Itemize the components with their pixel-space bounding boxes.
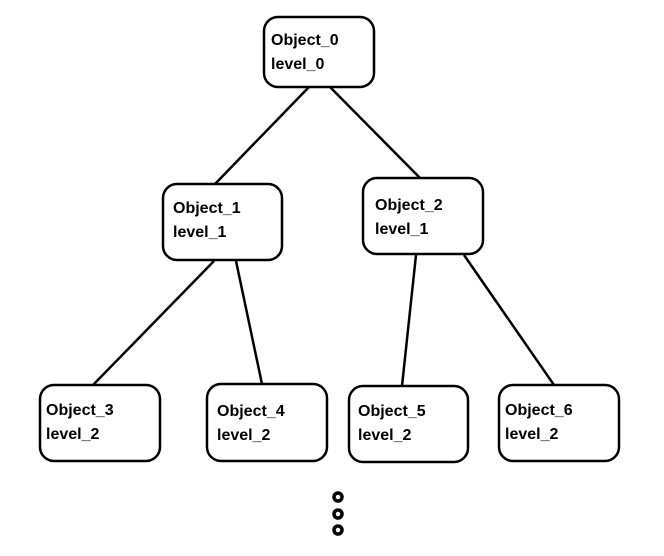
- edge-object-2-to-object-6: [462, 254, 556, 386]
- node-box: [38, 383, 162, 463]
- node-box: [361, 176, 485, 256]
- edge-object-1-to-object-4: [234, 260, 264, 385]
- tree-node-object-2: Object_2 level_1: [361, 176, 485, 256]
- node-level: level_1: [375, 221, 428, 238]
- tree-node-object-6: Object_6 level_2: [497, 383, 621, 463]
- node-name: Object_3: [46, 402, 114, 419]
- node-name: Object_0: [271, 32, 339, 49]
- tree-node-object-1: Object_1 level_1: [161, 182, 284, 262]
- node-level: level_1: [173, 224, 226, 241]
- tree-node-object-5: Object_5 level_2: [347, 384, 470, 464]
- node-level: level_2: [217, 427, 270, 444]
- node-level: level_2: [505, 426, 558, 443]
- node-name: Object_5: [358, 403, 426, 420]
- ellipsis-dot: [332, 491, 344, 503]
- node-name: Object_6: [505, 402, 573, 419]
- node-box: [347, 384, 470, 464]
- tree-node-object-0: Object_0 level_0: [262, 15, 376, 89]
- node-level: level_2: [46, 426, 99, 443]
- node-level: level_2: [358, 427, 411, 444]
- ellipsis-dot: [332, 508, 344, 520]
- node-name: Object_2: [375, 197, 443, 214]
- node-box: [161, 182, 284, 262]
- tree-node-object-3: Object_3 level_2: [38, 383, 162, 463]
- ellipsis-dot: [332, 524, 344, 536]
- edge-object-1-to-object-3: [92, 260, 215, 386]
- node-box: [262, 15, 376, 89]
- edge-object-2-to-object-5: [400, 254, 418, 387]
- node-name: Object_4: [217, 403, 285, 420]
- edge-object-0-to-object-2: [329, 86, 421, 179]
- node-name: Object_1: [173, 200, 241, 217]
- edge-object-0-to-object-1: [214, 86, 310, 185]
- tree-node-object-4: Object_4 level_2: [205, 382, 329, 463]
- edges: [92, 86, 556, 387]
- vertical-ellipsis-icon: [332, 491, 344, 536]
- node-box: [497, 383, 621, 463]
- node-level: level_0: [271, 56, 324, 73]
- node-box: [205, 382, 329, 463]
